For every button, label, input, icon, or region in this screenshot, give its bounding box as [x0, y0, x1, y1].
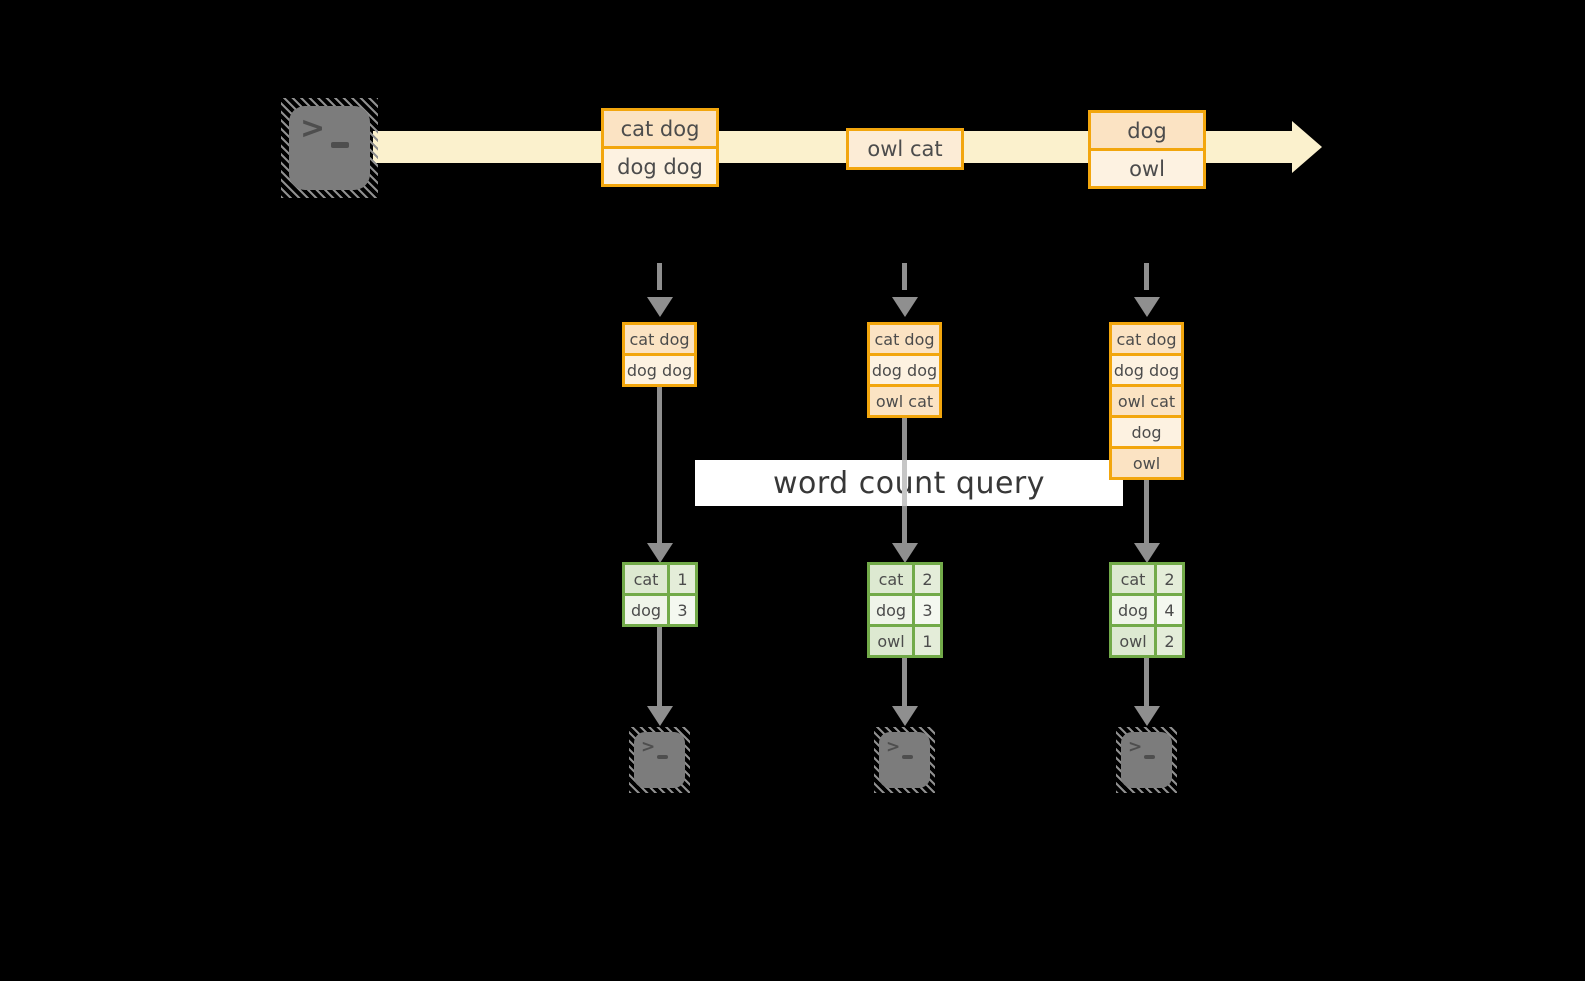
event-line: dog: [1091, 113, 1203, 148]
stream-event-3: dog owl: [1088, 110, 1206, 189]
buffer-stack-1: cat dog dog dog: [622, 322, 697, 387]
stream-event-2: owl cat: [846, 128, 964, 170]
dashed-arrow-shaft: [902, 263, 907, 290]
count-cell: 2: [915, 565, 940, 593]
event-line: cat dog: [604, 111, 716, 146]
word-cell: cat: [1112, 565, 1154, 593]
terminal-prompt-icon: >: [300, 111, 326, 146]
connector-arrowhead-icon: [1134, 543, 1160, 563]
word-cell: dog: [625, 596, 667, 624]
connector-through-banner: [902, 460, 907, 506]
count-cell: 2: [1157, 565, 1182, 593]
connector-arrowhead-icon: [647, 706, 673, 726]
dashed-arrow-shaft: [657, 263, 662, 290]
terminal-body: >: [289, 106, 370, 190]
count-table-3: cat 2 dog 4 owl 2: [1109, 562, 1185, 658]
dashed-arrow-shaft: [1144, 263, 1149, 290]
table-row: owl 2: [1112, 627, 1182, 655]
word-cell: cat: [625, 565, 667, 593]
buffer-stack-3: cat dog dog dog owl cat dog owl: [1109, 322, 1184, 480]
buffer-row: dog: [1112, 418, 1181, 446]
terminal-prompt-icon: >: [641, 737, 656, 757]
connector-arrowhead-icon: [1134, 706, 1160, 726]
count-table-2: cat 2 dog 3 owl 1: [867, 562, 943, 658]
terminal-cursor-icon: [1144, 755, 1155, 759]
terminal-prompt-icon: >: [886, 737, 901, 757]
buffer-row: dog dog: [625, 356, 694, 384]
dashed-arrowhead-icon: [647, 297, 673, 317]
stream-arrowhead-icon: [1292, 121, 1322, 173]
terminal-cursor-icon: [331, 142, 349, 148]
buffer-row: dog dog: [870, 356, 939, 384]
terminal-cursor-icon: [657, 755, 668, 759]
buffer-row: owl cat: [870, 387, 939, 415]
terminal-body: >: [879, 732, 930, 788]
terminal-body: >: [634, 732, 685, 788]
buffer-row: owl cat: [1112, 387, 1181, 415]
terminal-body: >: [1121, 732, 1172, 788]
word-cell: dog: [870, 596, 912, 624]
event-line: owl cat: [849, 131, 961, 167]
sink-terminal-icon: >: [1116, 727, 1177, 793]
connector-shaft: [1144, 480, 1149, 545]
sink-terminal-icon: >: [874, 727, 935, 793]
count-table-1: cat 1 dog 3: [622, 562, 698, 627]
buffer-row: cat dog: [870, 325, 939, 353]
count-cell: 4: [1157, 596, 1182, 624]
buffer-row: cat dog: [1112, 325, 1181, 353]
table-row: owl 1: [870, 627, 940, 655]
connector-shaft: [1144, 658, 1149, 708]
buffer-row: cat dog: [625, 325, 694, 353]
dashed-arrowhead-icon: [1134, 297, 1160, 317]
table-row: cat 2: [1112, 565, 1182, 593]
word-cell: owl: [870, 627, 912, 655]
word-cell: dog: [1112, 596, 1154, 624]
buffer-row: dog dog: [1112, 356, 1181, 384]
connector-arrowhead-icon: [647, 543, 673, 563]
count-cell: 2: [1157, 627, 1182, 655]
count-cell: 1: [670, 565, 695, 593]
connector-shaft: [902, 658, 907, 708]
event-line: owl: [1091, 151, 1203, 186]
table-row: dog 3: [870, 596, 940, 624]
count-cell: 3: [670, 596, 695, 624]
buffer-row: owl: [1112, 449, 1181, 477]
count-cell: 1: [915, 627, 940, 655]
terminal-cursor-icon: [902, 755, 913, 759]
connector-arrowhead-icon: [892, 706, 918, 726]
word-cell: cat: [870, 565, 912, 593]
event-line: dog dog: [604, 149, 716, 184]
word-cell: owl: [1112, 627, 1154, 655]
terminal-prompt-icon: >: [1128, 737, 1143, 757]
buffer-stack-2: cat dog dog dog owl cat: [867, 322, 942, 418]
table-row: dog 4: [1112, 596, 1182, 624]
stream-event-1: cat dog dog dog: [601, 108, 719, 187]
sink-terminal-icon: >: [629, 727, 690, 793]
table-row: cat 1: [625, 565, 695, 593]
source-terminal-icon: >: [281, 98, 378, 198]
table-row: cat 2: [870, 565, 940, 593]
dashed-arrowhead-icon: [892, 297, 918, 317]
count-cell: 3: [915, 596, 940, 624]
table-row: dog 3: [625, 596, 695, 624]
query-banner: word count query: [695, 460, 1123, 506]
connector-shaft: [657, 627, 662, 708]
connector-arrowhead-icon: [892, 543, 918, 563]
connector-shaft: [657, 387, 662, 545]
